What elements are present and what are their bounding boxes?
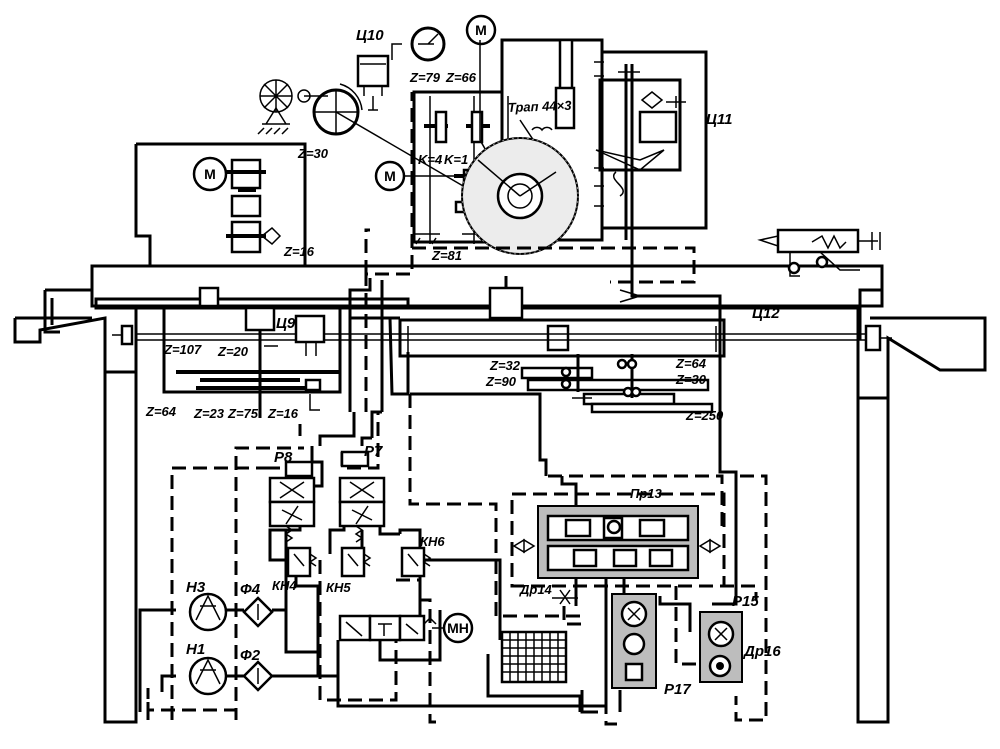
label-screw: Трап 44×3 xyxy=(508,98,573,115)
label-pr13: Пр13 xyxy=(630,486,663,501)
label-p8: Р8 xyxy=(274,449,293,466)
left-gearbox xyxy=(162,306,342,418)
label-c11: Ц11 xyxy=(706,111,733,128)
label-z20: Z=20 xyxy=(217,344,249,359)
cylinder-c12 xyxy=(112,318,892,358)
motor-middle-label: М xyxy=(384,168,396,184)
tailstock xyxy=(757,228,881,277)
valve-kh5 xyxy=(340,546,372,578)
oil-tank xyxy=(500,630,568,684)
label-z30-top: Z=30 xyxy=(297,146,329,161)
main-distributor xyxy=(338,614,437,642)
label-z23: Z=23 xyxy=(193,406,225,421)
label-z30-right: Z=30 xyxy=(675,372,707,387)
label-z79: Z=79 xyxy=(409,70,441,85)
pump-n1 xyxy=(188,656,228,696)
label-z66: Z=66 xyxy=(445,70,477,85)
label-z250: Z=250 xyxy=(685,408,724,423)
valve-p17 xyxy=(611,593,657,689)
throttle-dr16 xyxy=(708,654,732,678)
label-z16-top: Z=16 xyxy=(283,244,315,259)
cylinder-c11 xyxy=(594,61,686,240)
motor-left-label: М xyxy=(204,166,216,182)
label-z90: Z=90 xyxy=(485,374,517,389)
label-n1: Н1 xyxy=(186,641,205,658)
label-z107: Z=107 xyxy=(163,342,202,357)
label-kh4: КН4 xyxy=(272,578,297,593)
label-z32: Z=32 xyxy=(489,358,521,373)
label-z64-left: Z=64 xyxy=(145,404,177,419)
pump-n3 xyxy=(188,592,228,632)
cylinder-c10 xyxy=(356,54,390,111)
label-c12: Ц12 xyxy=(752,305,780,322)
valve-kh4 xyxy=(286,546,318,578)
left-drive-housing xyxy=(134,142,307,266)
dial-indicator xyxy=(391,26,446,62)
pump-motor: МН xyxy=(432,612,474,644)
label-dr14: Др14 xyxy=(519,582,553,597)
label-z64-right: Z=64 xyxy=(675,356,707,371)
valve-p8 xyxy=(268,460,316,543)
label-p17: Р17 xyxy=(664,681,691,698)
handwheel-assembly xyxy=(257,79,471,191)
label-kh6: КН6 xyxy=(420,534,445,549)
label-dr16: Др16 xyxy=(742,643,781,660)
motor-top: М xyxy=(465,14,497,46)
label-kh5: КН5 xyxy=(326,580,351,595)
grinding-wheel xyxy=(461,137,579,255)
right-gearbox xyxy=(520,354,714,414)
worktable xyxy=(43,264,884,340)
filter-f2 xyxy=(242,660,274,692)
label-f2: Ф2 xyxy=(240,647,261,664)
motor-left: М xyxy=(192,156,228,192)
label-c9: Ц9 xyxy=(276,315,296,332)
label-z81: Z=81 xyxy=(431,248,462,263)
pump-motor-label: МН xyxy=(447,620,469,636)
filter-f4 xyxy=(242,596,274,628)
label-c10: Ц10 xyxy=(356,27,384,44)
label-p7: Р7 xyxy=(364,443,383,460)
wheelhead xyxy=(412,38,708,245)
valve-kh6 xyxy=(400,546,432,578)
label-f4: Ф4 xyxy=(240,581,261,598)
valve-p7 xyxy=(338,450,386,543)
label-z16-bottom: Z=16 xyxy=(267,406,299,421)
panel-pr13 xyxy=(512,505,722,579)
label-k1: K=1 xyxy=(444,152,468,167)
label-p15: Р15 xyxy=(732,593,759,610)
motor-middle: М xyxy=(374,160,454,192)
hydraulic-lines-dashed xyxy=(146,92,768,726)
label-n3: Н3 xyxy=(186,579,206,596)
throttle-dr14 xyxy=(552,589,578,605)
motor-top-label: М xyxy=(475,22,487,38)
label-k4: K=4 xyxy=(418,152,443,167)
label-z75: Z=75 xyxy=(227,406,259,421)
